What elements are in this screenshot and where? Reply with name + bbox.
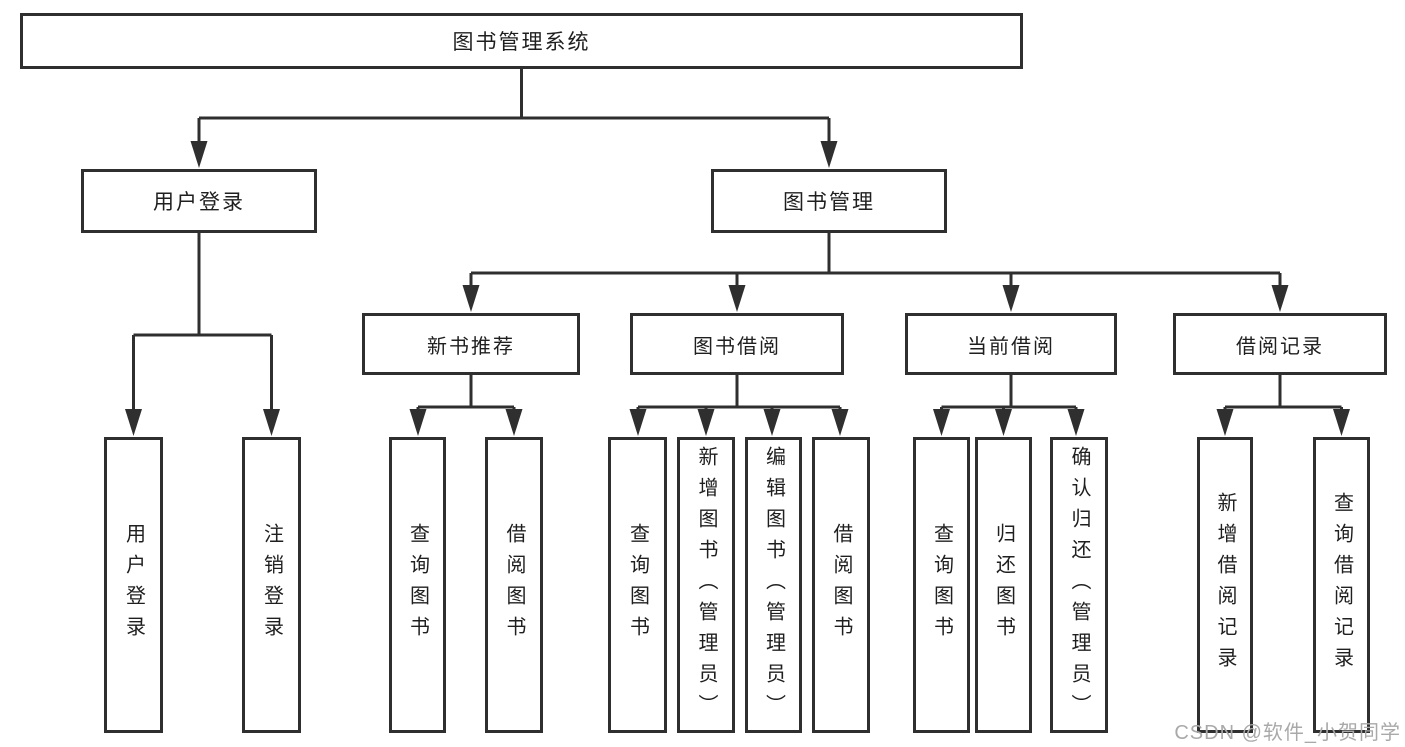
connector-currentborrow-to-leaves — [940, 375, 1078, 412]
leaf-logout: 注销登录 — [242, 437, 301, 733]
connector-root-to-level2 — [197, 69, 831, 145]
node-user-login-branch: 用户登录 — [81, 169, 317, 233]
leaf-query-books-borrowing: 查询图书 — [608, 437, 667, 733]
connector-bookmgmt-to-level3 — [469, 233, 1282, 289]
connector-userlogin-to-leaves — [132, 233, 273, 412]
leaf-edit-books-admin: 编辑图书（管理员） — [745, 437, 802, 733]
leaf-add-books-admin: 新增图书（管理员） — [677, 437, 735, 733]
node-borrowing-records: 借阅记录 — [1173, 313, 1387, 375]
leaf-borrow-books-recommend: 借阅图书 — [485, 437, 543, 733]
node-book-borrowing: 图书借阅 — [630, 313, 844, 375]
arrowheads-level3 — [462, 285, 1289, 312]
leaf-query-books-recommend: 查询图书 — [389, 437, 446, 733]
arrowheads-leaves — [125, 409, 1350, 436]
leaf-add-borrow-record: 新增借阅记录 — [1197, 437, 1253, 733]
connector-newbook-to-leaves — [416, 375, 516, 412]
leaf-confirm-return-admin: 确认归还（管理员） — [1050, 437, 1108, 733]
leaf-query-borrow-record: 查询借阅记录 — [1313, 437, 1370, 733]
node-current-borrowing: 当前借阅 — [905, 313, 1117, 375]
connector-records-to-leaves — [1223, 375, 1343, 412]
arrowheads-level2 — [190, 141, 838, 168]
leaf-query-books-current: 查询图书 — [913, 437, 970, 733]
leaf-borrow-books: 借阅图书 — [812, 437, 870, 733]
node-library-management-system: 图书管理系统 — [20, 13, 1023, 69]
leaf-return-books: 归还图书 — [975, 437, 1032, 733]
node-new-book-recommendation: 新书推荐 — [362, 313, 580, 375]
leaf-user-login: 用户登录 — [104, 437, 163, 733]
connector-bookborrow-to-leaves — [636, 375, 842, 412]
node-book-management-branch: 图书管理 — [711, 169, 947, 233]
csdn-watermark: CSDN @软件_小贺同学 — [1174, 722, 1401, 744]
